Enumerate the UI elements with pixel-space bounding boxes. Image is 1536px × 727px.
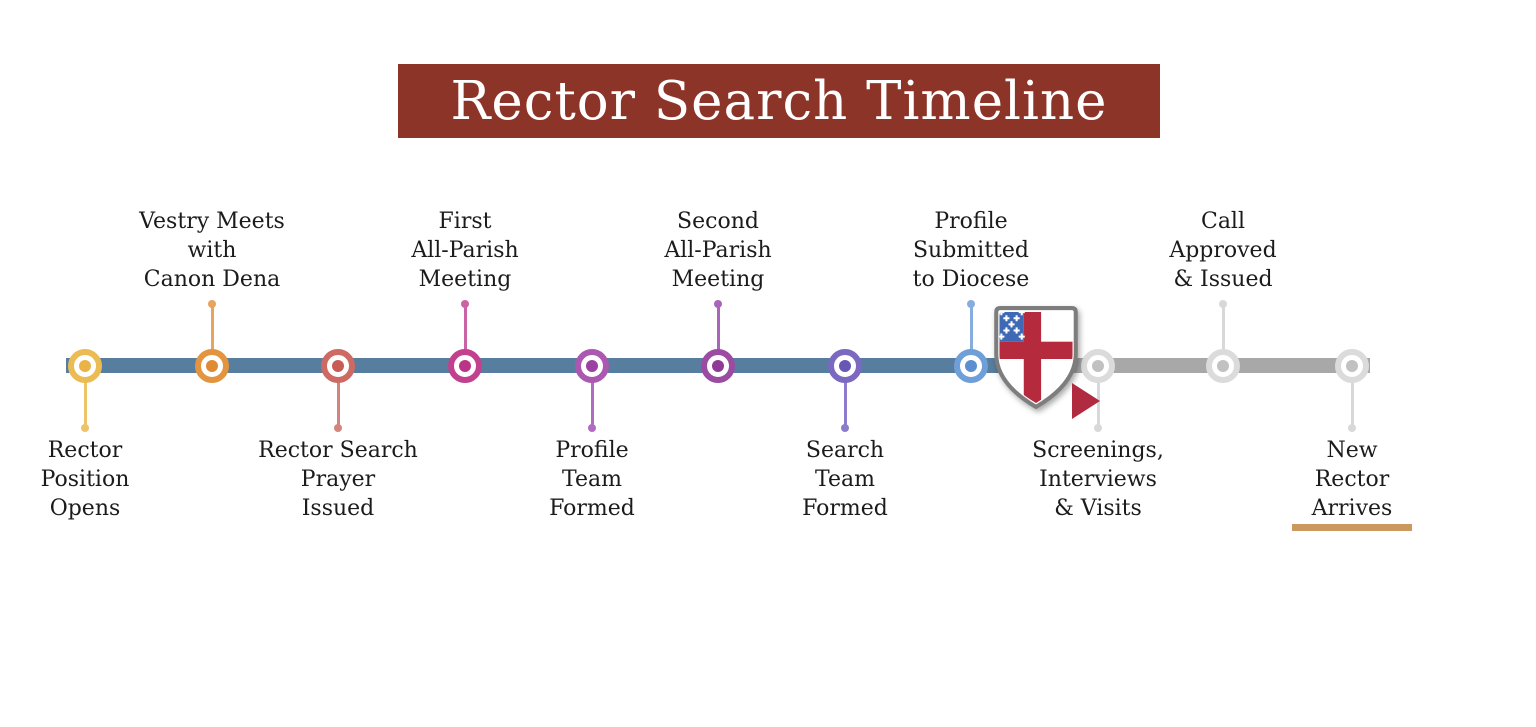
milestone-label: Screenings, Interviews & Visits [1032, 438, 1164, 521]
milestone-label: Rector Search Prayer Issued [258, 438, 418, 521]
stem-line [590, 382, 594, 428]
timeline-node-dot [839, 360, 851, 372]
timeline-node [1081, 349, 1115, 383]
milestone-label: Vestry Meets with Canon Dena [139, 209, 285, 292]
page-title: Rector Search Timeline [450, 70, 1108, 132]
milestone-label: Search Team Formed [802, 438, 888, 521]
progress-marker-arrow-icon [1072, 383, 1100, 419]
stem-line [716, 304, 720, 350]
timeline-node-dot [79, 360, 91, 372]
stem-line [463, 304, 467, 350]
timeline-node-dot [965, 360, 977, 372]
timeline-node [1206, 349, 1240, 383]
stem-line [83, 382, 87, 428]
timeline-node [448, 349, 482, 383]
stem-line [843, 382, 847, 428]
stem-line [969, 304, 973, 350]
timeline-node [1335, 349, 1369, 383]
timeline-node-dot [332, 360, 344, 372]
timeline-node-dot [712, 360, 724, 372]
stem-line [1221, 304, 1225, 350]
timeline-node-dot [1092, 360, 1104, 372]
stem-endpoint-dot [714, 300, 722, 308]
milestone-label: Profile Team Formed [549, 438, 635, 521]
milestone-label: Rector Position Opens [40, 438, 130, 521]
stem-endpoint-dot [208, 300, 216, 308]
timeline-node [954, 349, 988, 383]
stem-endpoint-dot [841, 424, 849, 432]
milestone-label: First All-Parish Meeting [411, 209, 519, 292]
stem-endpoint-dot [1094, 424, 1102, 432]
milestone-label: Profile Submitted to Diocese [912, 209, 1030, 292]
timeline-node [68, 349, 102, 383]
timeline-bar-completed [66, 358, 1006, 373]
stem-endpoint-dot [967, 300, 975, 308]
milestone-label: Second All-Parish Meeting [664, 209, 772, 292]
stem-line [1350, 382, 1354, 428]
title-banner: Rector Search Timeline [398, 64, 1160, 138]
timeline-node [575, 349, 609, 383]
stem-endpoint-dot [461, 300, 469, 308]
episcopal-shield-icon [993, 305, 1079, 411]
stem-line [210, 304, 214, 350]
stem-line [336, 382, 340, 428]
timeline-node [828, 349, 862, 383]
stem-endpoint-dot [588, 424, 596, 432]
timeline-node [321, 349, 355, 383]
timeline-node [195, 349, 229, 383]
timeline-node-dot [586, 360, 598, 372]
timeline-node-dot [459, 360, 471, 372]
stem-endpoint-dot [1348, 424, 1356, 432]
stem-endpoint-dot [81, 424, 89, 432]
timeline-node [701, 349, 735, 383]
milestone-label: Call Approved & Issued [1169, 209, 1277, 292]
milestone-label: New Rector Arrives [1311, 438, 1393, 521]
timeline-node-dot [1346, 360, 1358, 372]
arrives-gold-underline [1292, 524, 1412, 531]
stem-endpoint-dot [334, 424, 342, 432]
timeline-node-dot [1217, 360, 1229, 372]
stem-endpoint-dot [1219, 300, 1227, 308]
timeline-node-dot [206, 360, 218, 372]
